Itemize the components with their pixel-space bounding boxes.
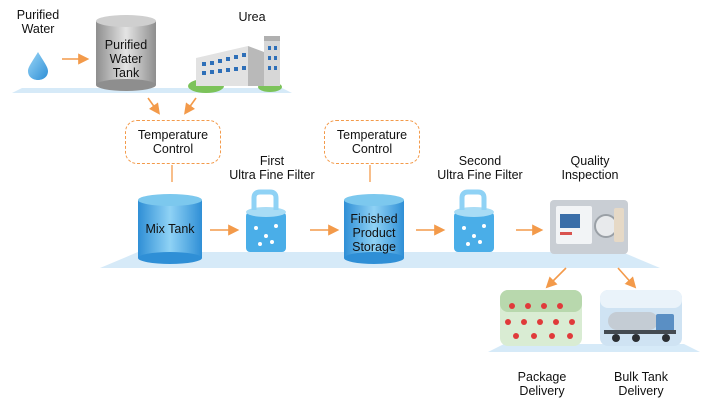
arrow-tank-to-control [147,97,160,115]
first-filter-icon [246,189,286,252]
bottles-photo [500,290,582,346]
arrow-to-bulk-tank [617,267,637,289]
label-bulk-tank-delivery: Bulk Tank Delivery [614,370,668,398]
arrow-to-package [545,267,567,289]
tanker-truck-photo [600,290,682,346]
label-second-filter: Second Ultra Fine Filter [437,154,523,182]
second-filter-icon [454,189,494,252]
mix-tank [138,194,202,264]
purified-water-tank [96,15,156,91]
label-first-filter: First Ultra Fine Filter [229,154,315,182]
factory-icon [188,36,282,93]
label-purified-water-tank: Purified Water Tank [104,38,148,80]
temperature-control-box-1: Temperature Control [125,120,221,164]
label-purified-water: Purified Water [16,8,60,36]
label-mix-tank: Mix Tank [145,222,195,236]
label-quality-inspection: Quality Inspection [561,154,619,182]
arrow-urea-to-control [184,97,197,115]
temperature-control-box-2: Temperature Control [324,120,420,164]
label-urea: Urea [238,10,266,24]
finished-product-storage [344,194,404,264]
water-drop-icon [28,52,48,80]
label-finished-storage: Finished Product Storage [350,212,398,254]
top-platform [12,88,292,93]
label-package-delivery: Package Delivery [517,370,567,398]
lab-instrument-icon [550,200,628,254]
